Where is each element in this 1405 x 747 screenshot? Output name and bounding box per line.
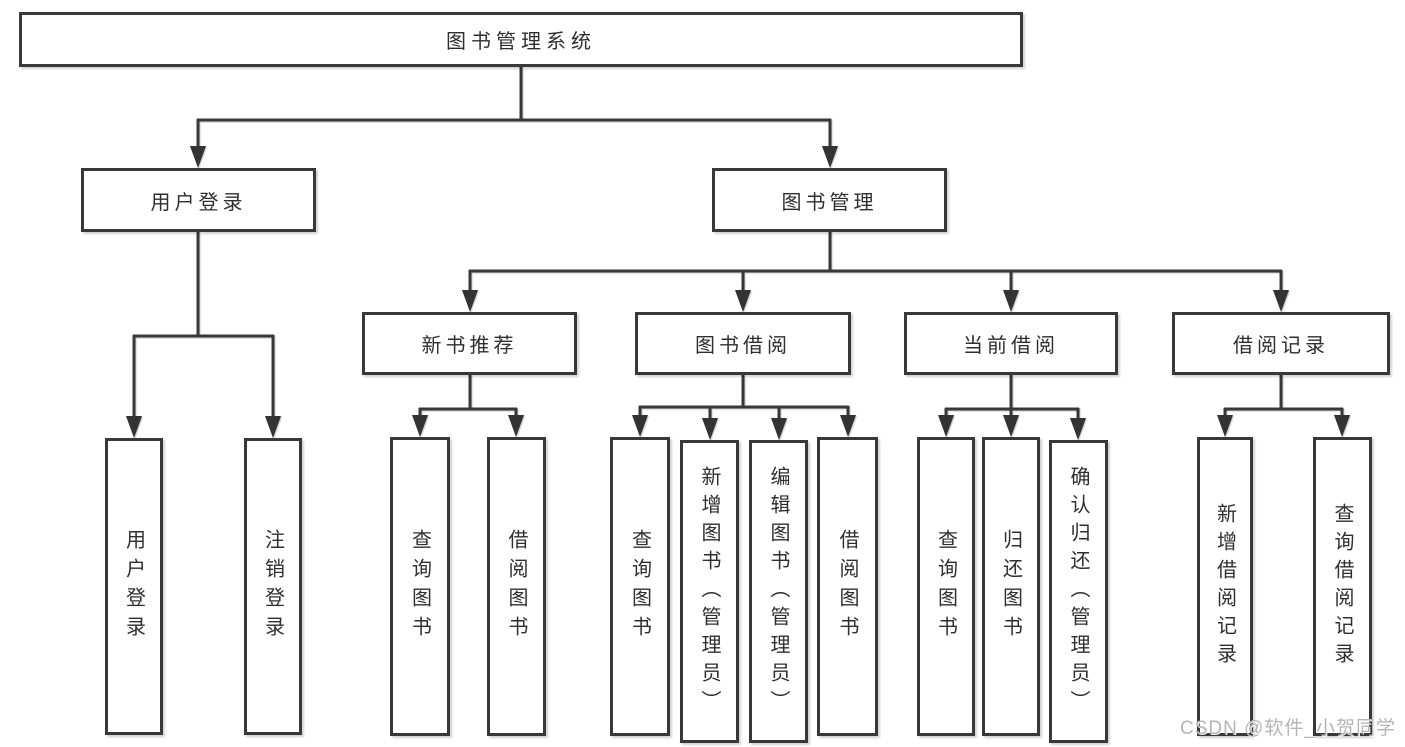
node-book-borrowing: 图书借阅 <box>635 312 851 375</box>
leaf-return-books: 归还图书 <box>982 437 1040 736</box>
leaf-add-borrow-record: 新增借阅记录 <box>1197 437 1253 736</box>
leaf-add-book-admin: 新增图书（管理员） <box>680 440 739 743</box>
arrow-down-icon <box>702 418 718 440</box>
leaf-query-books-borrowing: 查询图书 <box>610 437 670 736</box>
connector-book-borrowing-to-leaves <box>638 375 850 418</box>
arrow-down-icon <box>840 415 856 437</box>
connector-new-book-recommend-to-leaves <box>418 375 518 415</box>
arrow-down-icon <box>462 290 478 312</box>
leaf-query-books-current: 查询图书 <box>917 437 975 736</box>
leaf-user-login: 用户登录 <box>105 438 163 735</box>
arrow-down-icon <box>265 416 281 438</box>
connector-user-login-to-leaves <box>132 232 275 416</box>
leaf-logout: 注销登录 <box>244 438 302 735</box>
arrow-down-icon <box>1273 290 1289 312</box>
arrow-down-icon <box>412 415 428 437</box>
node-book-management-module: 图书管理 <box>712 168 947 232</box>
node-library-management-system: 图书管理系统 <box>19 12 1023 67</box>
leaf-query-borrow-record: 查询借阅记录 <box>1313 437 1372 736</box>
arrow-down-icon <box>190 146 206 168</box>
arrow-down-icon <box>771 418 787 440</box>
leaf-confirm-return-admin: 确认归还（管理员） <box>1049 440 1108 743</box>
arrow-down-icon <box>126 416 142 438</box>
leaf-borrow-books-recommend: 借阅图书 <box>487 437 546 736</box>
arrow-down-icon <box>735 290 751 312</box>
connector-book-management-to-sections <box>468 232 1283 290</box>
arrow-down-icon <box>1070 418 1086 440</box>
node-borrowing-records: 借阅记录 <box>1172 312 1390 375</box>
arrow-down-icon <box>938 415 954 437</box>
arrow-down-icon <box>1003 415 1019 437</box>
connector-current-borrowing-to-leaves <box>944 375 1080 418</box>
arrow-down-icon <box>508 415 524 437</box>
connector-root-to-modules <box>196 67 832 146</box>
arrow-down-icon <box>1003 290 1019 312</box>
csdn-watermark: CSDN @软件_小贺同学 <box>1180 718 1396 739</box>
arrow-down-icon <box>1217 415 1233 437</box>
leaf-borrow-books-borrowing: 借阅图书 <box>817 437 878 736</box>
arrow-down-icon <box>1334 415 1350 437</box>
arrow-down-icon <box>632 415 648 437</box>
leaf-query-books-recommend: 查询图书 <box>390 437 450 736</box>
leaf-edit-book-admin: 编辑图书（管理员） <box>749 440 808 743</box>
node-user-login-module: 用户登录 <box>81 168 316 232</box>
node-new-book-recommend: 新书推荐 <box>362 312 577 375</box>
node-current-borrowing: 当前借阅 <box>904 312 1118 375</box>
connector-borrowing-records-to-leaves <box>1223 375 1344 415</box>
arrow-down-icon <box>822 146 838 168</box>
